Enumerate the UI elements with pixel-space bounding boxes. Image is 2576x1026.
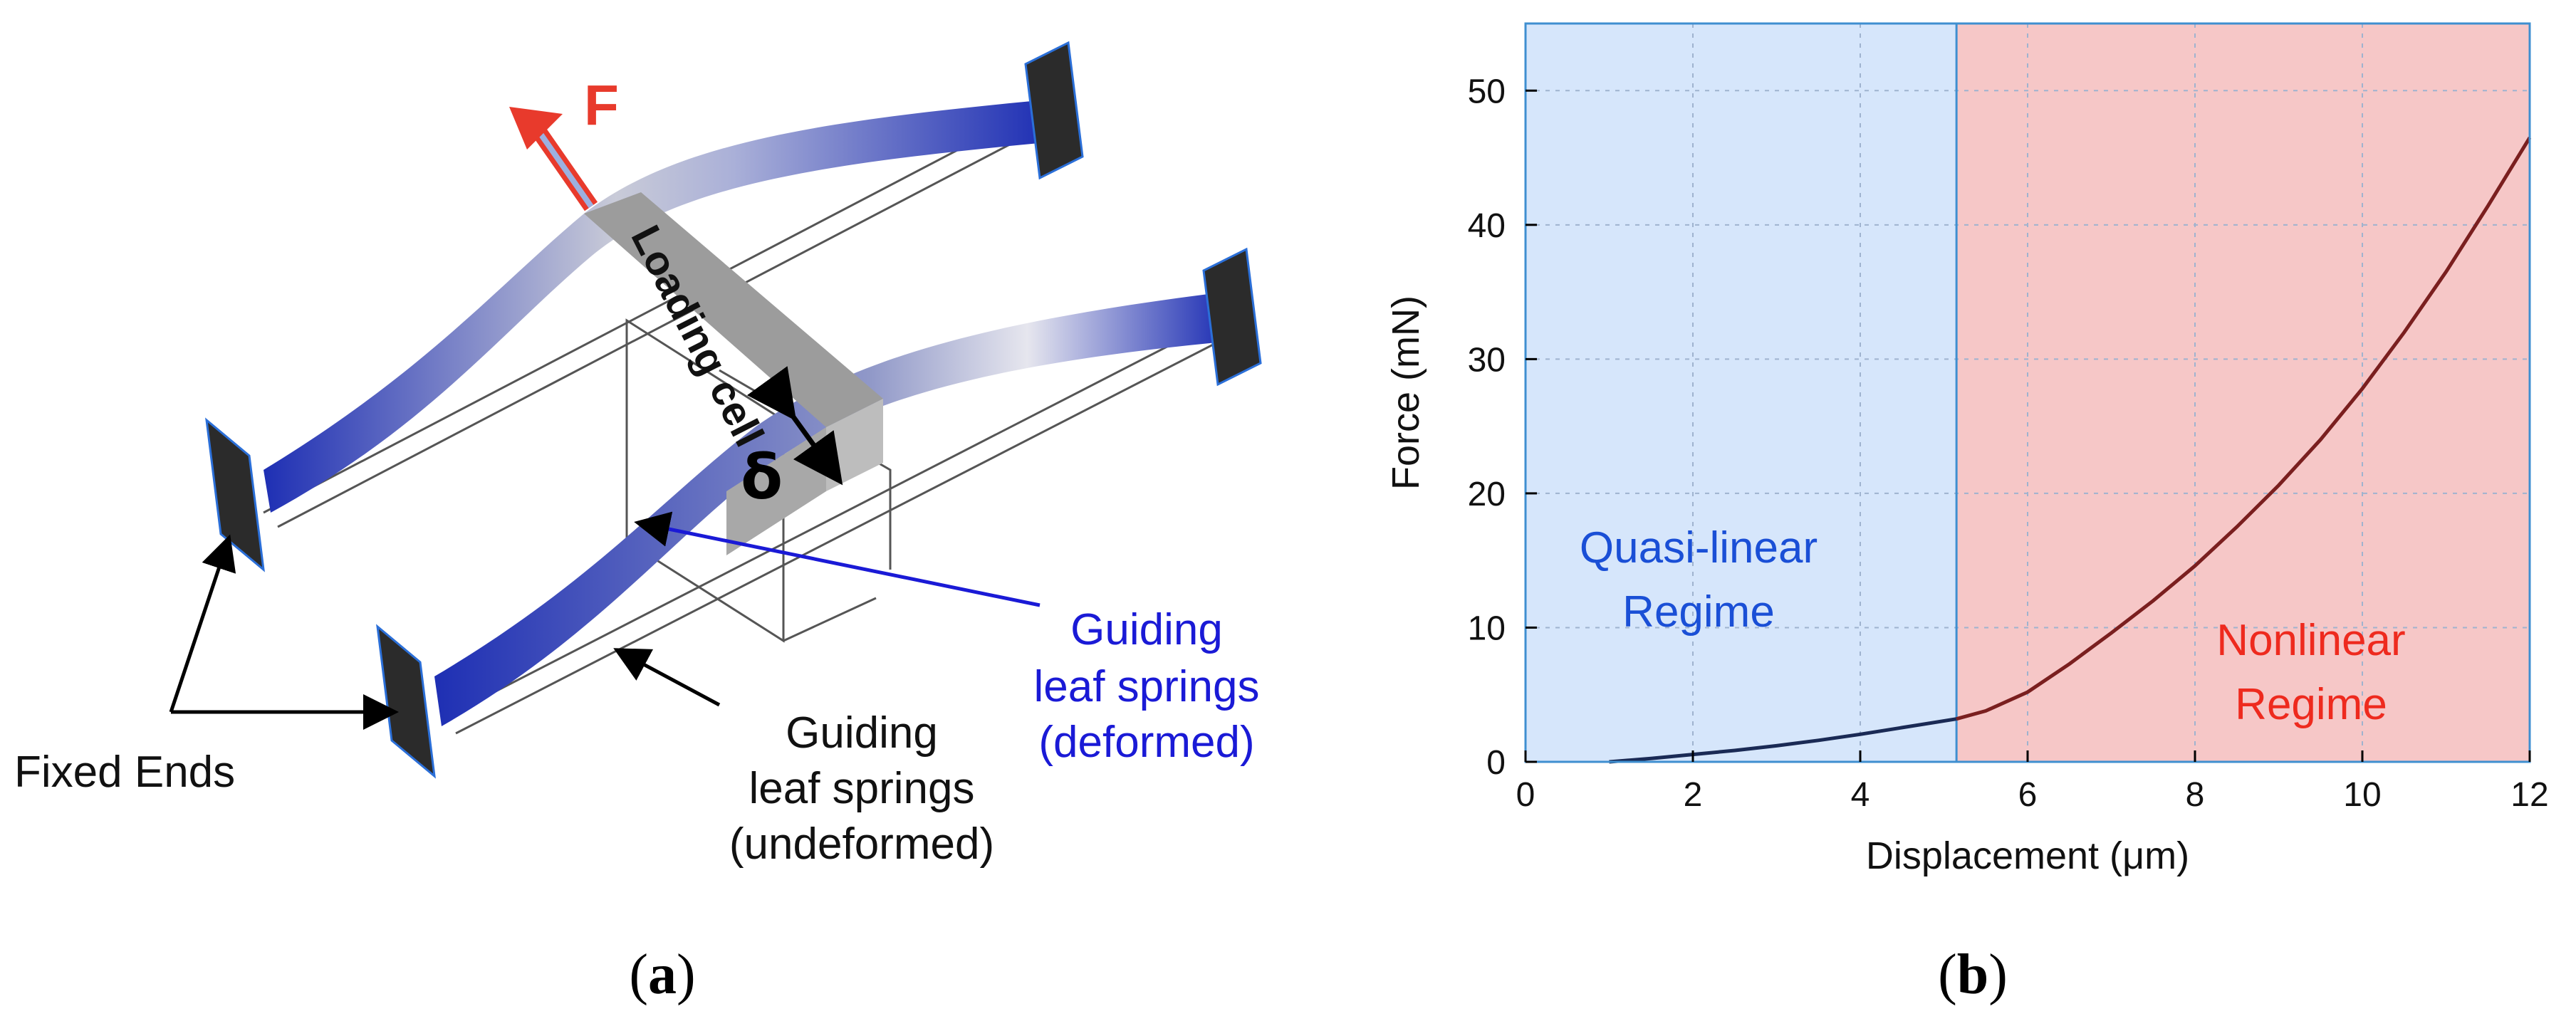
y-tick-label-4: 40 (1468, 207, 1506, 245)
upper-deformed-leaf-spring (264, 100, 1047, 513)
force-label: F (584, 73, 619, 137)
delta-label: δ (741, 442, 783, 513)
x-axis-label: Displacement (μm) (1866, 834, 2189, 877)
loading-cell: Loading cell (584, 192, 883, 555)
deformed-pointer (634, 511, 1041, 607)
nonlinear-region (1956, 23, 2530, 762)
y-axis-ticks: 0 10 20 30 40 50 (1468, 73, 1537, 782)
svg-text:(b): (b) (1938, 943, 2008, 1006)
svg-text:leaf springs: leaf springs (1033, 662, 1259, 711)
y-tick-label-5: 50 (1468, 73, 1506, 110)
svg-text:leaf springs: leaf springs (749, 764, 974, 813)
fixed-end-left-1 (205, 417, 265, 572)
y-axis-label: Force (mN) (1385, 295, 1427, 490)
undeformed-pointer (613, 648, 721, 707)
lower-deformed-leaf-spring (434, 292, 1225, 726)
y-tick-label-2: 20 (1468, 476, 1506, 513)
svg-text:Regime: Regime (2235, 680, 2387, 729)
force-curve-linear-segment (1609, 717, 1957, 764)
svg-text:Regime: Regime (1622, 587, 1775, 637)
svg-text:(deformed): (deformed) (1038, 718, 1254, 767)
fixed-ends (205, 41, 1262, 779)
svg-text:Guiding: Guiding (786, 708, 938, 758)
y-tick-label-1: 10 (1468, 609, 1506, 647)
quasi-linear-region (1526, 23, 1957, 762)
y-tick-label-0: 0 (1486, 744, 1506, 782)
svg-text:Nonlinear: Nonlinear (2216, 616, 2405, 665)
force-arrow: F (509, 73, 619, 211)
x-tick-label-0: 0 (1516, 776, 1535, 814)
grid-lines (1526, 23, 2530, 762)
svg-text:Quasi-linear: Quasi-linear (1580, 523, 1818, 572)
quasi-linear-regime-label: Quasi-linear Regime (1580, 523, 1818, 637)
x-axis-ticks: 0 2 4 6 8 10 12 (1516, 750, 2549, 814)
deformed-label: Guiding leaf springs (deformed) (1033, 605, 1259, 767)
caption-a: (a) (629, 943, 695, 1006)
x-tick-label-5: 10 (2343, 776, 2381, 814)
y-tick-label-3: 30 (1468, 341, 1506, 379)
fixed-ends-pointers (169, 534, 399, 730)
svg-text:Guiding: Guiding (1070, 605, 1223, 654)
panel-a-diagram: Loading cell F δ Fixed Ends (14, 41, 1262, 1006)
fixed-end-top-right-1 (1024, 41, 1084, 180)
x-tick-label-3: 6 (2018, 776, 2038, 814)
fixed-end-left-2 (376, 624, 436, 779)
svg-text:(a): (a) (629, 943, 695, 1006)
x-tick-label-1: 2 (1684, 776, 1703, 814)
x-tick-label-2: 4 (1851, 776, 1870, 814)
svg-text:(undeformed): (undeformed) (729, 820, 994, 869)
x-tick-label-4: 8 (2186, 776, 2205, 814)
force-curve-nonlinear-segment (1956, 136, 2532, 721)
fixed-ends-label: Fixed Ends (14, 748, 235, 797)
x-tick-label-6: 12 (2510, 776, 2548, 814)
nonlinear-regime-label: Nonlinear Regime (2216, 616, 2405, 729)
caption-b: (b) (1938, 943, 2008, 1006)
fixed-end-top-right-2 (1202, 247, 1262, 387)
delta-arrow: δ (741, 366, 843, 513)
undeformed-label: Guiding leaf springs (undeformed) (729, 708, 994, 869)
